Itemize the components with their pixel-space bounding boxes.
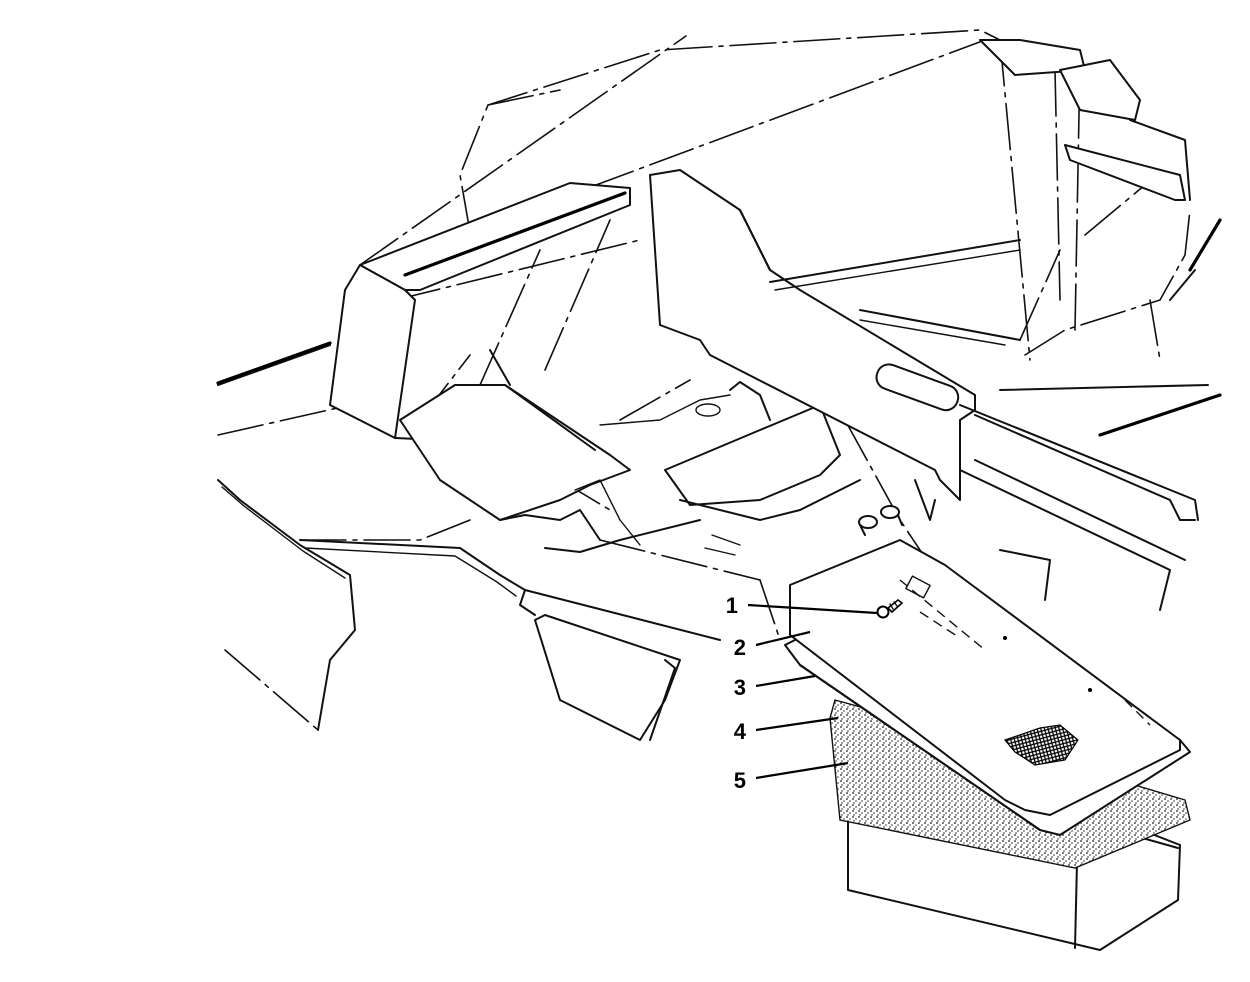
callout-2-label: 2 xyxy=(734,635,746,660)
mounting-studs xyxy=(858,505,1051,601)
right-frame-rail xyxy=(999,384,1222,437)
left-floor-panel xyxy=(216,341,536,731)
callout-1: 1 xyxy=(726,593,878,618)
callout-4: 4 xyxy=(734,716,839,744)
callout-5: 5 xyxy=(734,761,849,793)
callout-3-label: 3 xyxy=(734,675,746,700)
callout-3: 3 xyxy=(734,674,816,700)
callout-2: 2 xyxy=(734,630,811,660)
left-bulkhead xyxy=(329,182,631,441)
front-lower-block xyxy=(534,614,681,741)
part-1-screw xyxy=(876,598,904,619)
center-console-plate xyxy=(599,381,861,556)
callout-1-label: 1 xyxy=(726,593,738,618)
main-frame-beam xyxy=(649,169,1199,611)
upper-right-bracket xyxy=(979,39,1222,301)
center-seat-tray xyxy=(399,349,721,641)
callout-5-label: 5 xyxy=(734,768,746,793)
callout-4-label: 4 xyxy=(734,719,747,744)
